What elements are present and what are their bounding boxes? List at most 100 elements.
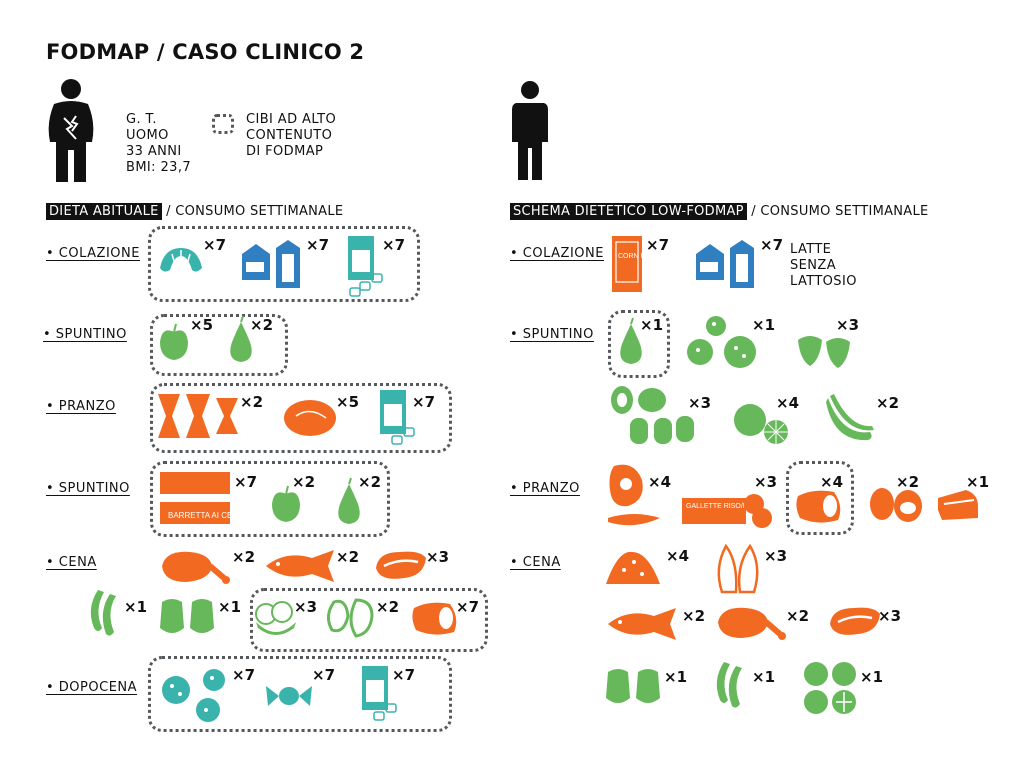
high-fodmap-group-cena [250,588,488,652]
count-pear: ×1 [640,316,664,334]
left-meal-colazione: • COLAZIONE [46,246,140,261]
pear-icon [620,317,642,364]
count-pasta: ×2 [240,393,264,411]
right-header-rest: / CONSUMO SETTIMANALE [746,204,929,219]
legend-text: CIBI AD ALTO CONTENUTO DI FODMAP [246,112,336,160]
chicken-leg-icon [162,551,230,584]
green-beans-icon [716,662,742,708]
count-eggs: ×2 [896,473,920,491]
steak-icon [376,551,426,579]
count-chicken: ×2 [786,607,810,625]
left-header-highlight: DIETA ABITUALE [46,203,162,220]
patient-initials: G. T. [126,112,157,127]
count-apple-2: ×2 [292,473,316,491]
count-tomatoes: ×1 [860,668,884,686]
legend-line-2: CONTENUTO [246,128,333,143]
steak-icon [830,607,880,635]
high-fodmap-group-pranzo [150,383,452,453]
prosciutto-icon [608,464,660,526]
left-header: DIETA ABITUALE / CONSUMO SETTIMANALE [46,203,343,220]
count-cauliflower: ×3 [294,598,318,616]
peppers-icon [606,669,660,703]
left-meal-spuntino-2: • SPUNTINO [46,481,130,496]
high-fodmap-group-spuntino-2 [150,461,390,537]
count-sugar-free-colazione: ×7 [382,236,406,254]
count-chicken: ×2 [232,548,256,566]
count-apple-1: ×5 [190,316,214,334]
cereal-bar-icon: BARRETTA AI CEREALI [160,472,255,524]
lactose-free-line-2: SENZA [790,258,836,273]
count-rice: ×4 [666,547,690,565]
fish-icon [608,608,676,640]
count-cereal-bar: ×7 [234,473,258,491]
pear-icon [338,477,360,524]
rice-cakes-icon: GALLETTE RISO/MAIS [682,494,772,528]
count-orange-fruit: ×4 [776,394,800,412]
count-roast-chicken: ×5 [336,393,360,411]
count-green-beans: ×1 [752,668,776,686]
sugar-free-pack-icon [348,236,383,297]
milk-carton-icon [242,240,300,288]
high-fodmap-group-dopocena [148,656,452,732]
count-steak: ×3 [878,607,902,625]
patient-sex: UOMO [126,128,169,143]
roast-chicken-icon [284,400,336,436]
count-cookies: ×7 [232,666,256,684]
count-ham: ×4 [820,473,844,491]
count-milk-lactose-free: ×7 [760,236,784,254]
tomatoes-icon [804,662,856,714]
cookies-icon [162,669,225,722]
right-header: SCHEMA DIETETICO LOW-FODMAP / CONSUMO SE… [510,203,929,220]
count-green-beans: ×1 [124,598,148,616]
right-meal-pranzo: • PRANZO [510,481,580,496]
corn-icon [717,543,759,594]
count-steak: ×3 [426,548,450,566]
banana-icon [826,394,874,441]
count-banana: ×2 [876,394,900,412]
cereal-bar-label: BARRETTA AI CEREALI [168,511,255,520]
count-pear-2: ×2 [358,473,382,491]
kiwi-icon [611,386,694,444]
ham-icon [796,490,841,523]
artichoke-icon [327,598,374,638]
peppers-icon [160,599,214,633]
person-normal-icon [512,81,548,180]
count-sugar-free-dopocena: ×7 [392,666,416,684]
count-corn: ×3 [764,547,788,565]
left-meal-dopocena: • DOPOCENA [46,680,138,695]
count-rice-cakes: ×3 [754,473,778,491]
count-artichoke: ×2 [376,598,400,616]
legend-line-3: DI FODMAP [246,144,324,159]
high-fodmap-group-spuntino-1 [150,314,288,376]
count-cheese: ×1 [966,473,990,491]
right-meal-spuntino: • SPUNTINO [510,327,594,342]
ham-icon [412,602,457,635]
right-header-highlight: SCHEMA DIETETICO LOW-FODMAP [510,203,747,220]
page-title: FODMAP / CASO CLINICO 2 [46,40,365,64]
apple-icon [272,485,300,522]
eggs-icon [870,488,922,522]
count-kiwi: ×3 [688,394,712,412]
high-fodmap-group-pear [608,310,670,378]
patient-bmi: BMI: 23,7 [126,160,192,175]
legend-line-1: CIBI AD ALTO [246,112,337,127]
count-prosciutto: ×4 [648,473,672,491]
cauliflower-icon [255,601,296,635]
rice-cakes-label: GALLETTE RISO/MAIS [686,503,760,510]
lactose-free-label: LATTE SENZA LATTOSIO [790,242,857,290]
sugar-free-pack-icon [380,390,415,445]
left-meal-pranzo: • PRANZO [46,399,116,414]
milk-carton-icon [696,240,754,288]
left-meal-spuntino-1: • SPUNTINO [43,327,127,342]
count-cornflakes: ×7 [646,236,670,254]
count-milk: ×7 [306,236,330,254]
rice-icon [606,551,660,584]
high-fodmap-group-ham [786,461,854,535]
lactose-free-line-1: LATTE [790,242,832,257]
count-peppers: ×1 [218,598,242,616]
count-ham: ×7 [456,598,480,616]
pasta-icon [158,394,238,438]
chicken-leg-icon [718,607,786,640]
high-fodmap-group-colazione [148,226,420,302]
count-fish: ×2 [682,607,706,625]
